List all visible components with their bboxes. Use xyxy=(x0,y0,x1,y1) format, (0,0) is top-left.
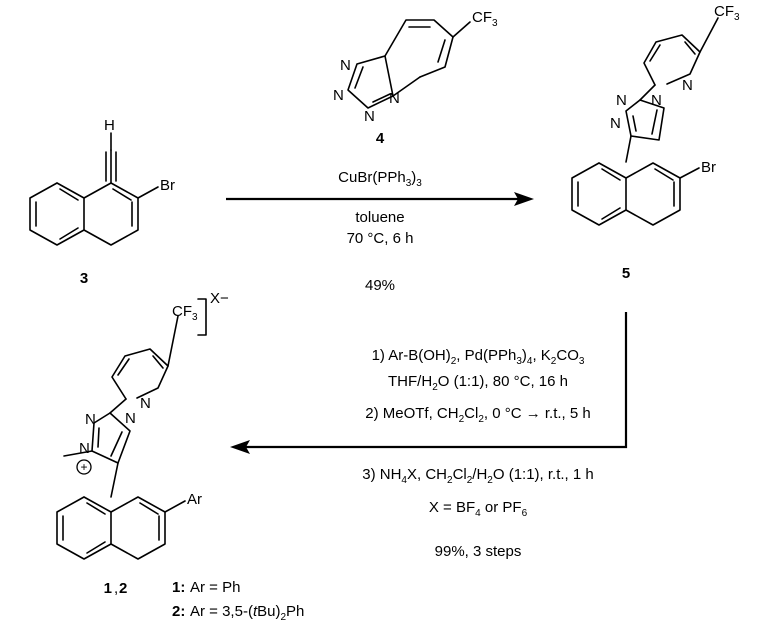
step2-line4: 3) NH4X, CH2Cl2/H2O (1:1), r.t., 1 h xyxy=(362,466,593,486)
step1-yield: 49% xyxy=(365,277,395,294)
legend-entry2-label: 2: xyxy=(172,603,185,620)
step2-arrowhead xyxy=(230,440,250,454)
compound-12-n-atom: N xyxy=(140,395,151,412)
compound-12-number-2: 2 xyxy=(119,580,127,597)
compound-12-number-1: 1 xyxy=(104,580,112,597)
compound-5-n-atom: N xyxy=(616,92,627,109)
step1-arrowhead xyxy=(514,192,534,206)
compound-5-structure: N N N N Br CF3 xyxy=(571,3,740,226)
bracket-icon xyxy=(197,298,207,336)
step1-reagent: CuBr(PPh3)3 xyxy=(338,169,422,189)
step1-solvent: toluene xyxy=(355,209,404,226)
compound-4-n-atom: N xyxy=(340,57,351,74)
compound-4-number: 4 xyxy=(376,130,385,147)
compound-12-n-atom: N xyxy=(125,410,136,427)
step2-line3: 2) MeOTf, CH2Cl2, 0 °C → r.t., 5 h xyxy=(365,405,591,425)
compound-12-comma: , xyxy=(114,580,118,597)
legend-entry1-text: Ar = Ph xyxy=(190,579,240,596)
compound-5-n-atom: N xyxy=(682,77,693,94)
step1-conditions: 70 °C, 6 h xyxy=(347,230,414,247)
compound-4-n-atom: N xyxy=(333,87,344,104)
compound-3-structure: H Br xyxy=(29,117,175,246)
compound-5-n-atom: N xyxy=(651,92,662,109)
compound-3-number: 3 xyxy=(80,270,88,287)
compound-12-n-atom: N xyxy=(85,411,96,428)
step2-yield: 99%, 3 steps xyxy=(435,543,522,560)
compound-4-cf3-group: CF3 xyxy=(472,9,498,29)
compound-4-n-atom: N xyxy=(389,90,400,107)
compound-5-cf3-group: CF3 xyxy=(714,3,740,23)
compound-5-number: 5 xyxy=(622,265,630,282)
compound-4-n-atom: N xyxy=(364,108,375,125)
compound-3-h-atom: H xyxy=(104,117,115,134)
compound-3-br-atom: Br xyxy=(160,177,175,194)
legend-entry1-label: 1: xyxy=(172,579,185,596)
compound-12-n-atom: N xyxy=(79,440,90,457)
compound-12-ar-substituent: Ar xyxy=(187,491,202,508)
step2-arrow xyxy=(245,312,628,449)
step2-line5: X = BF4 or PF6 xyxy=(429,499,528,519)
step2-line2: THF/H2O (1:1), 80 °C, 16 h xyxy=(388,373,568,393)
compound-5-n-atom: N xyxy=(610,115,621,132)
compound-12-structure: N N N N + Ar CF3 X− xyxy=(56,290,229,560)
positive-charge-icon xyxy=(76,459,92,475)
compound-5-br-atom: Br xyxy=(701,159,716,176)
legend-entry2-text: Ar = 3,5-(tBu)2Ph xyxy=(190,603,304,623)
step2-line1: 1) Ar-B(OH)2, Pd(PPh3)4, K2CO3 xyxy=(372,347,585,367)
compound-12-counterion: X− xyxy=(210,290,229,307)
compound-4-structure: N N N N CF3 xyxy=(333,9,498,125)
compound-12-cf3-group: CF3 xyxy=(172,303,198,323)
compound-12-plus: + xyxy=(80,460,87,474)
